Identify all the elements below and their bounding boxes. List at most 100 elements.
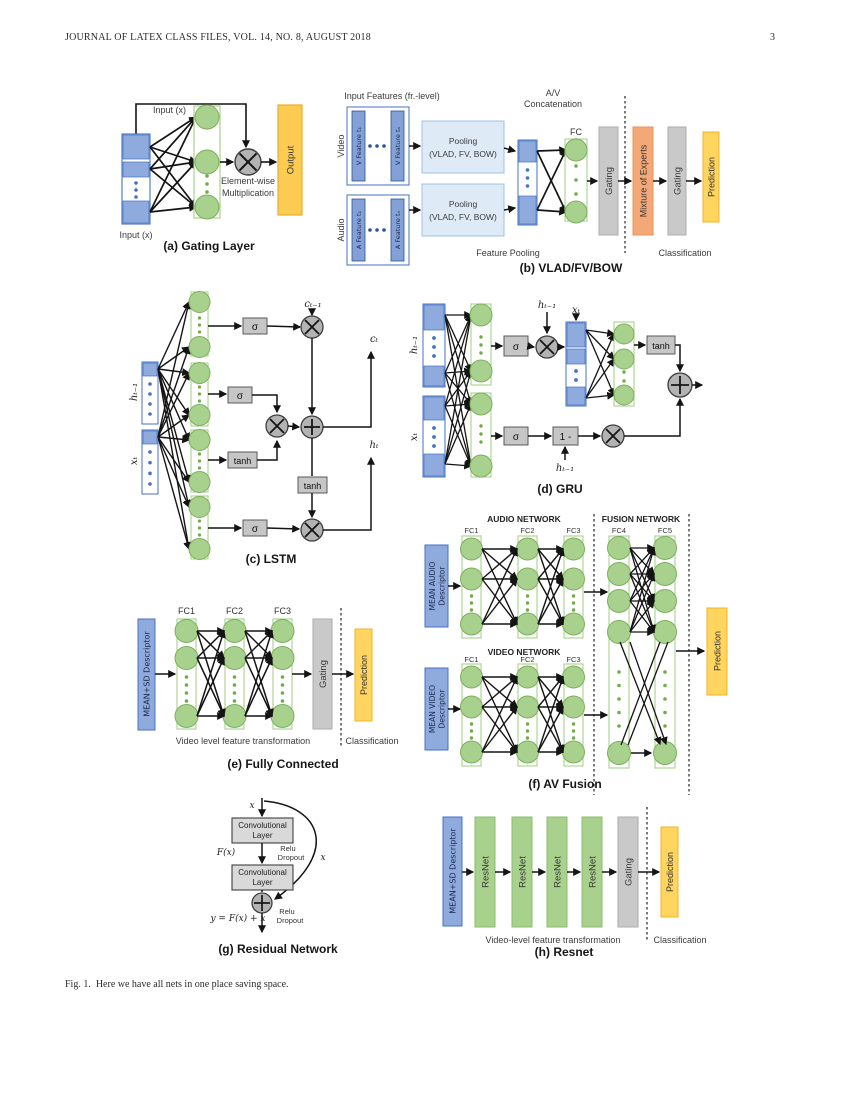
forget-multiply-node: [300, 315, 324, 339]
fusion-network-title: FUSION NETWORK: [602, 514, 681, 524]
feature-pooling-label: Feature Pooling: [476, 248, 540, 258]
audio-features-box: A Feature t₁ A Feature tₙ: [346, 194, 410, 266]
c-t-label: cₜ: [370, 334, 379, 345]
conv-layer-1: Convolutional Layer: [231, 817, 294, 844]
video-fc2-fc3-connections: [537, 673, 565, 756]
h-prev-top-label-d: hₜ₋₁: [538, 300, 556, 311]
classification-label-h: Classification: [653, 935, 706, 945]
gru-col-1: [469, 303, 493, 386]
pooling-label-1: Pooling: [449, 136, 478, 146]
tanh-label-2: tanh: [304, 481, 322, 491]
tanh-to-add-path-d: [675, 344, 684, 373]
tanh-label-d: tanh: [652, 341, 670, 351]
v-feature-1-label: V Feature t₁: [355, 126, 363, 165]
fc2-column-e: [222, 618, 247, 730]
gate-group-4-dots: [197, 519, 202, 537]
panel-g-residual-network: x x Convolutional Layer Relu Dropout F(x…: [209, 798, 338, 956]
conv1-line2: Layer: [252, 831, 272, 840]
gate-group-2: [188, 362, 211, 427]
input-to-layer-connections: [149, 115, 198, 213]
gate-group-4: [188, 495, 211, 560]
panel-a-gating-layer: Input (x) Input (x) Element-wise Multipl…: [119, 103, 303, 253]
bypass-line: [135, 103, 250, 149]
panel-c-lstm: hₜ₋₁ xₜ: [129, 291, 379, 566]
h-prev-bottom-label-d: hₜ₋₁: [556, 463, 574, 474]
panel-e-fully-connected: MEAN+SD Descriptor FC1 FC2 FC3: [137, 606, 399, 771]
fusion-long-connections: [619, 641, 669, 757]
panel-a-caption: (a) Gating Layer: [163, 239, 255, 253]
page-number: 3: [770, 32, 775, 43]
sigma-label-bottom-d: σ: [513, 432, 520, 443]
conv-layer-2: Convolutional Layer: [231, 864, 294, 891]
video-network-title: VIDEO NETWORK: [488, 647, 562, 657]
elementwise-label-2: Multiplication: [222, 188, 274, 198]
video-fc1-label: FC1: [464, 655, 478, 664]
mean-video-line1: MEAN VIDEO: [428, 685, 437, 733]
mean-video-descriptor-bar: MEAN VIDEO Descriptor: [424, 667, 449, 751]
video-pooling-box: Pooling (VLAD, FV, BOW): [421, 120, 505, 174]
video-fc1-column: [460, 663, 483, 767]
prediction-bar-e: [354, 628, 373, 722]
gru-col-2-dots: [479, 424, 483, 444]
fc2-fc3-connections: [244, 627, 274, 720]
candidate-connections: [585, 329, 616, 400]
output-label: Output: [286, 145, 297, 174]
input-vector: [121, 133, 151, 225]
output-multiply-node: [300, 518, 324, 542]
video-fc1-fc2-connections: [481, 673, 519, 756]
residual-add-node: [251, 892, 273, 914]
cell-add-node: [300, 415, 324, 439]
video-feature-dots: [368, 144, 386, 148]
fx-label: F(x): [216, 847, 236, 858]
gate-group-1: [188, 291, 211, 358]
h-t-label: hₜ: [370, 440, 379, 451]
audio-fc3-dots: [571, 594, 576, 612]
x-t-dots-c: [148, 450, 152, 486]
input-top-label: Input (x): [153, 105, 186, 115]
fc-label: FC: [570, 127, 582, 137]
mean-audio-line2: Descriptor: [438, 566, 447, 606]
video-fc2-dots: [525, 722, 530, 740]
prediction-bar-h: [660, 826, 679, 918]
gru-col-1-dots: [479, 335, 483, 355]
audio-fc2-dots: [525, 594, 530, 612]
lstm-input-connections: [157, 300, 192, 551]
panel-d-caption: (d) GRU: [537, 482, 582, 496]
gating-label-2: Gating: [673, 167, 684, 195]
prediction-label-e: Prediction: [359, 655, 369, 695]
sigma-to-mult-arrow-d: [526, 341, 536, 350]
fc1-fc2-connections: [196, 627, 226, 720]
audio-fc2-column: [516, 535, 539, 639]
c-prev-label: cₜ₋₁: [304, 299, 321, 310]
panel-e-caption: (e) Fully Connected: [227, 757, 338, 771]
video-features-box: V Feature t₁ V Feature tₙ: [346, 106, 410, 186]
input-vector-dots: [134, 181, 138, 199]
resnet-label-1: ResNet: [481, 856, 492, 888]
fc4-column: [607, 535, 631, 769]
gru-col-3-dots: [622, 370, 626, 383]
candidate-vector-dots: [574, 369, 578, 382]
pooling-label-2: Pooling: [449, 199, 478, 209]
audio-label: Audio: [336, 218, 346, 241]
fc3-column-e: [270, 618, 295, 730]
input-features-title: Input Features (fr.-level): [344, 91, 440, 101]
elementwise-multiply-node: [234, 148, 262, 176]
audio-fc2-fc3-connections: [537, 545, 565, 628]
video-fc1-dots: [469, 722, 474, 740]
gate-group-2-dots: [197, 385, 202, 403]
c-t-output-path: [323, 350, 375, 428]
audio-fc3-label: FC3: [566, 526, 580, 535]
conv2-line2: Layer: [252, 878, 272, 887]
conv2-line1: Convolutional: [238, 868, 287, 877]
audio-pooling-box: Pooling (VLAD, FV, BOW): [421, 183, 505, 237]
h-prev-dots-d: [432, 336, 436, 358]
pooling-to-concat-arrow-2: [503, 205, 517, 214]
sigma-label-1: σ: [252, 322, 259, 333]
fc4-dots: [617, 670, 621, 728]
video-fc3-dots: [571, 722, 576, 740]
resnet-label-4: ResNet: [588, 856, 599, 888]
panel-g-caption: (g) Residual Network: [218, 942, 338, 956]
transform-label-h: Video-level feature transformation: [486, 935, 621, 945]
panel-b-caption: (b) VLAD/FV/BOW: [520, 261, 623, 275]
